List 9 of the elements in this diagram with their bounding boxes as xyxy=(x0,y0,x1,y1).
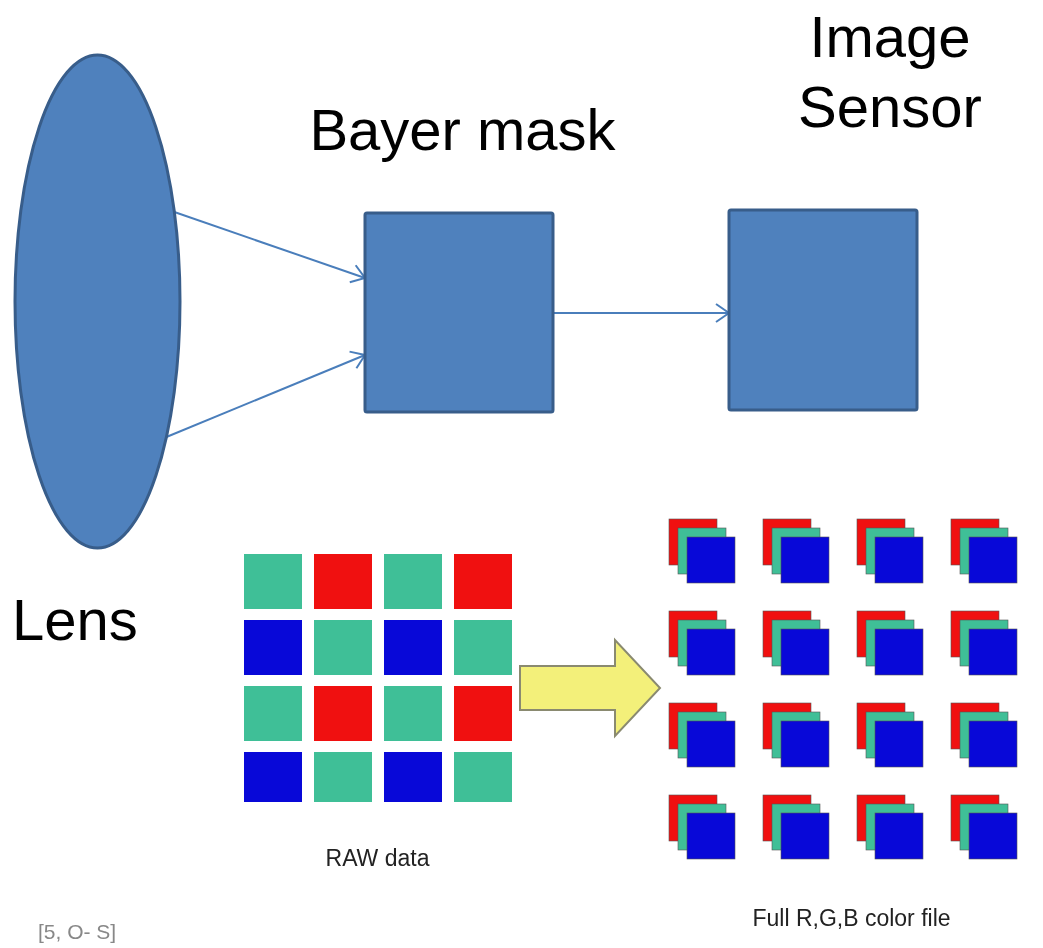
arrow xyxy=(173,211,366,284)
box-heading: Image Sensor xyxy=(797,3,983,141)
arrow xyxy=(165,350,366,438)
source-note: [5, O- S] xyxy=(38,920,117,944)
box-heading: Bayer mask xyxy=(308,96,617,164)
grid-label: Full R,G,B color file xyxy=(751,905,952,933)
grid-label: RAW data xyxy=(324,845,431,873)
block-arrow xyxy=(519,637,662,739)
lens-label: Lens xyxy=(12,586,139,654)
